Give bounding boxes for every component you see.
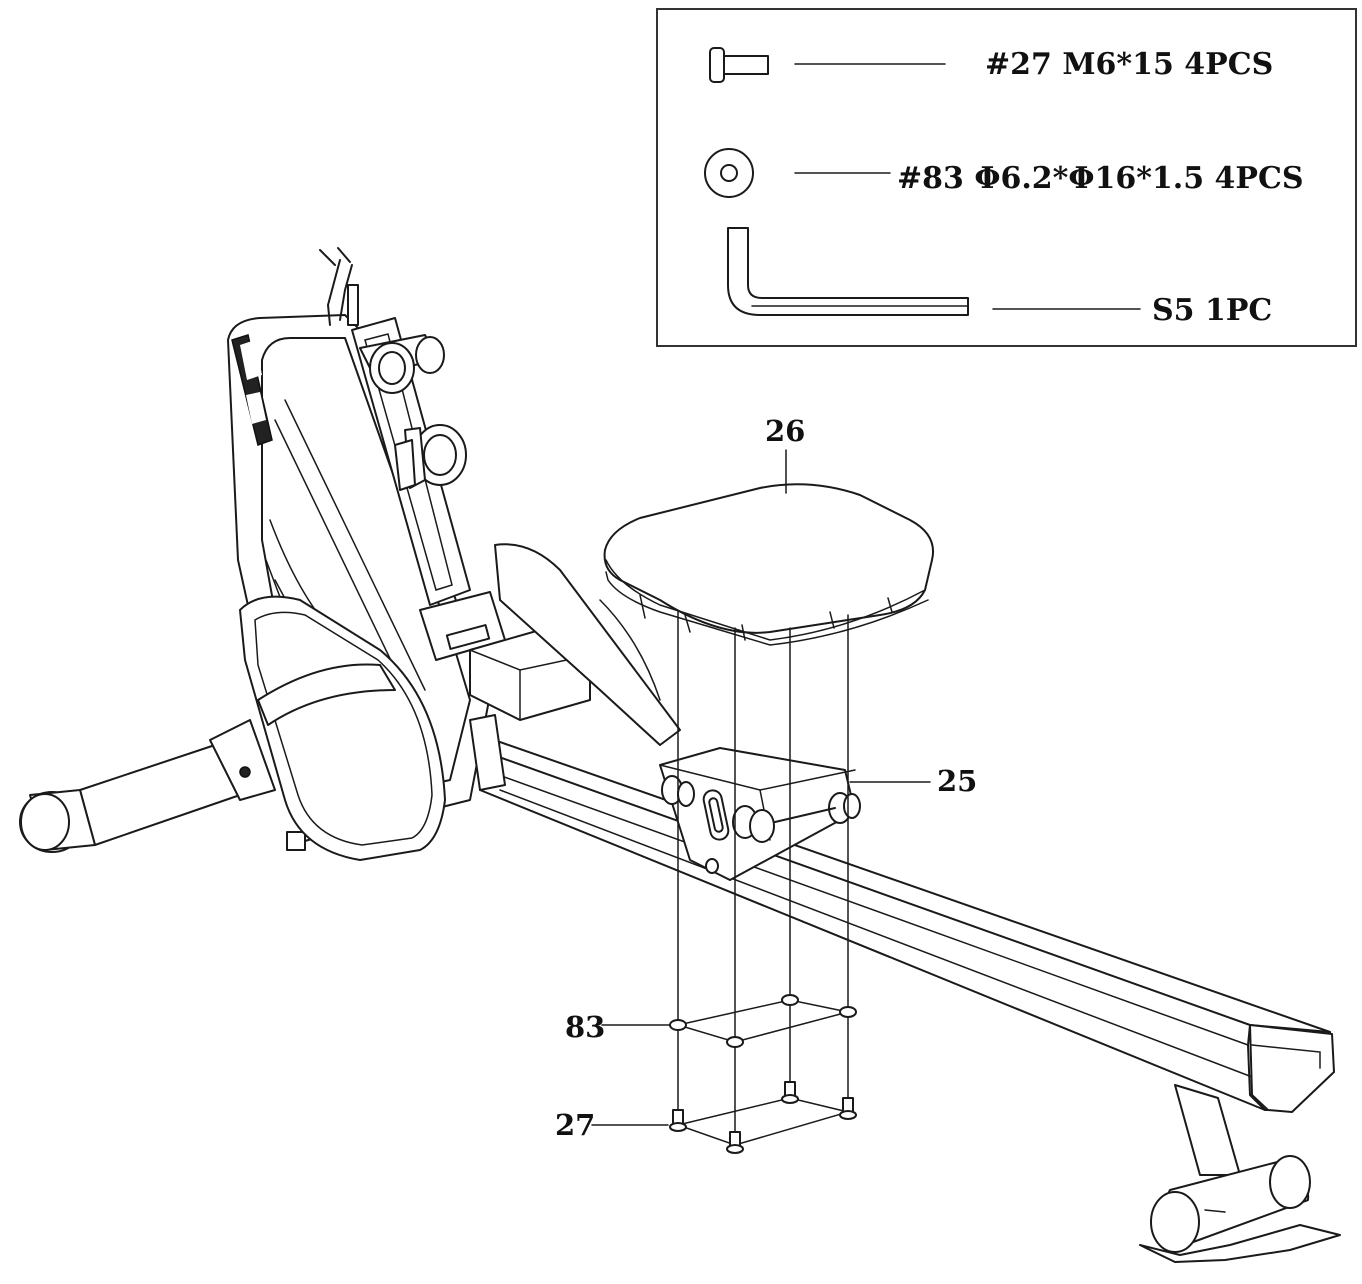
allen-key-icon <box>727 227 969 316</box>
seat <box>603 483 934 646</box>
bolt-icon <box>709 47 769 83</box>
hardware-washer-label: #83 Φ6.2*Φ16*1.5 4PCS <box>897 161 1304 196</box>
rail <box>479 734 1335 1113</box>
callouts: 26 25 83 27 <box>555 414 977 1142</box>
bolts <box>669 1081 857 1154</box>
assembly-guide-lines <box>675 611 851 1146</box>
hardware-box: #27 M6*15 4PCS #83 Φ6.2*Φ16*1.5 4PCS S5 … <box>656 8 1357 347</box>
callout-seat: 26 <box>765 414 805 448</box>
washer-icon <box>704 148 754 198</box>
hardware-allen-key-label: S5 1PC <box>1152 293 1272 328</box>
tension-knob-icon <box>394 424 467 491</box>
callout-washer: 83 <box>565 1010 605 1044</box>
seat-carriage <box>659 747 861 881</box>
rear-stand <box>1139 1084 1341 1263</box>
callout-bolt: 27 <box>555 1108 595 1142</box>
hardware-bolt-label: #27 M6*15 4PCS <box>985 47 1273 82</box>
callout-seat-carriage: 25 <box>937 764 977 798</box>
rowing-machine-frame <box>227 247 681 861</box>
